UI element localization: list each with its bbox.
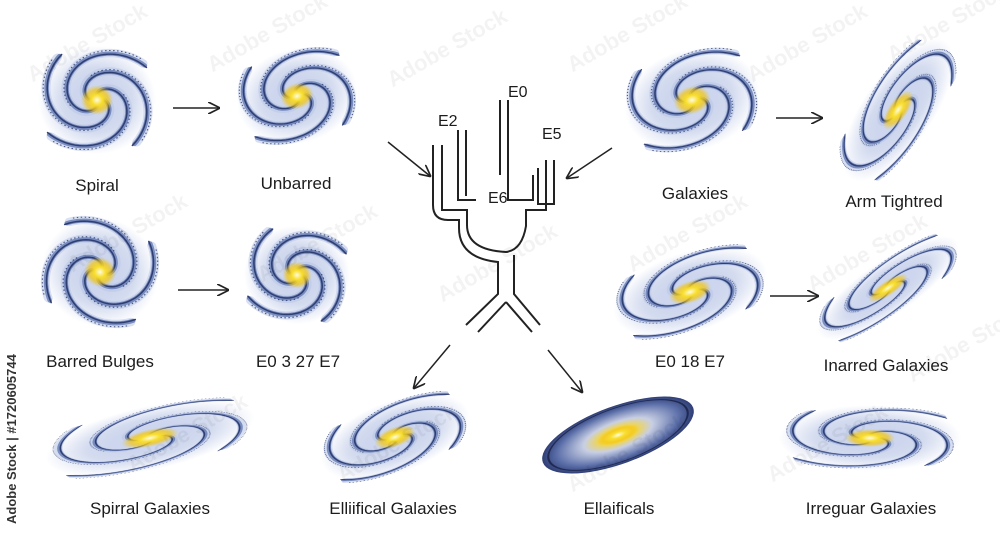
- label-e0-3-27-e7: E0 3 27 E7: [255, 352, 341, 371]
- arrow-galaxies-to-fork: [567, 147, 613, 178]
- tuning-fork-outline: [432, 100, 555, 333]
- fork-label-e6: E6: [488, 190, 508, 207]
- stock-id-text: Adobe Stock | #1720605744: [4, 354, 19, 524]
- galaxy-spirral-galaxies: [45, 397, 255, 479]
- galaxy-ellaificals: [542, 396, 694, 474]
- label-e0-18-e7: E0 18 E7: [655, 352, 725, 371]
- label-arm-tightred: Arm Tightred: [845, 192, 943, 211]
- galaxy-spiral: [38, 45, 156, 155]
- label-galaxies: Galaxies: [661, 184, 729, 203]
- galaxy-arm-tightred: [839, 38, 957, 182]
- galaxy-irreguar-galaxies: [778, 405, 962, 471]
- arrow-fork-to-ellaificals: [547, 349, 582, 392]
- label-elliifical-galaxies: Elliifical Galaxies: [329, 499, 457, 518]
- arrow-unbarred-to-fork: [387, 141, 430, 176]
- galaxy-galaxies: [624, 47, 760, 153]
- label-unbarred: Unbarred: [260, 174, 332, 193]
- galaxy-unbarred: [237, 46, 357, 146]
- label-spiral: Spiral: [75, 176, 119, 195]
- arrow-fork-to-elliifical: [414, 344, 451, 388]
- fork-label-e2: E2: [438, 113, 458, 130]
- label-barred-bulges: Barred Bulges: [46, 352, 154, 371]
- galaxy-inarred-galaxies: [817, 233, 959, 343]
- fork-label-e5: E5: [542, 126, 562, 143]
- label-spirral-galaxies: Spirral Galaxies: [90, 499, 210, 518]
- fork-label-e0: E0: [508, 84, 528, 101]
- galaxy-e0-3-27-e7: [243, 225, 351, 325]
- label-irreguar-galaxies: Irreguar Galaxies: [805, 499, 937, 518]
- galaxy-elliifical-galaxies: [320, 390, 470, 484]
- galaxy-e0-18-e7: [613, 244, 767, 340]
- label-ellaificals: Ellaificals: [583, 499, 655, 518]
- label-inarred-galaxies: Inarred Galaxies: [823, 356, 949, 375]
- galaxy-barred-bulges: [40, 215, 160, 329]
